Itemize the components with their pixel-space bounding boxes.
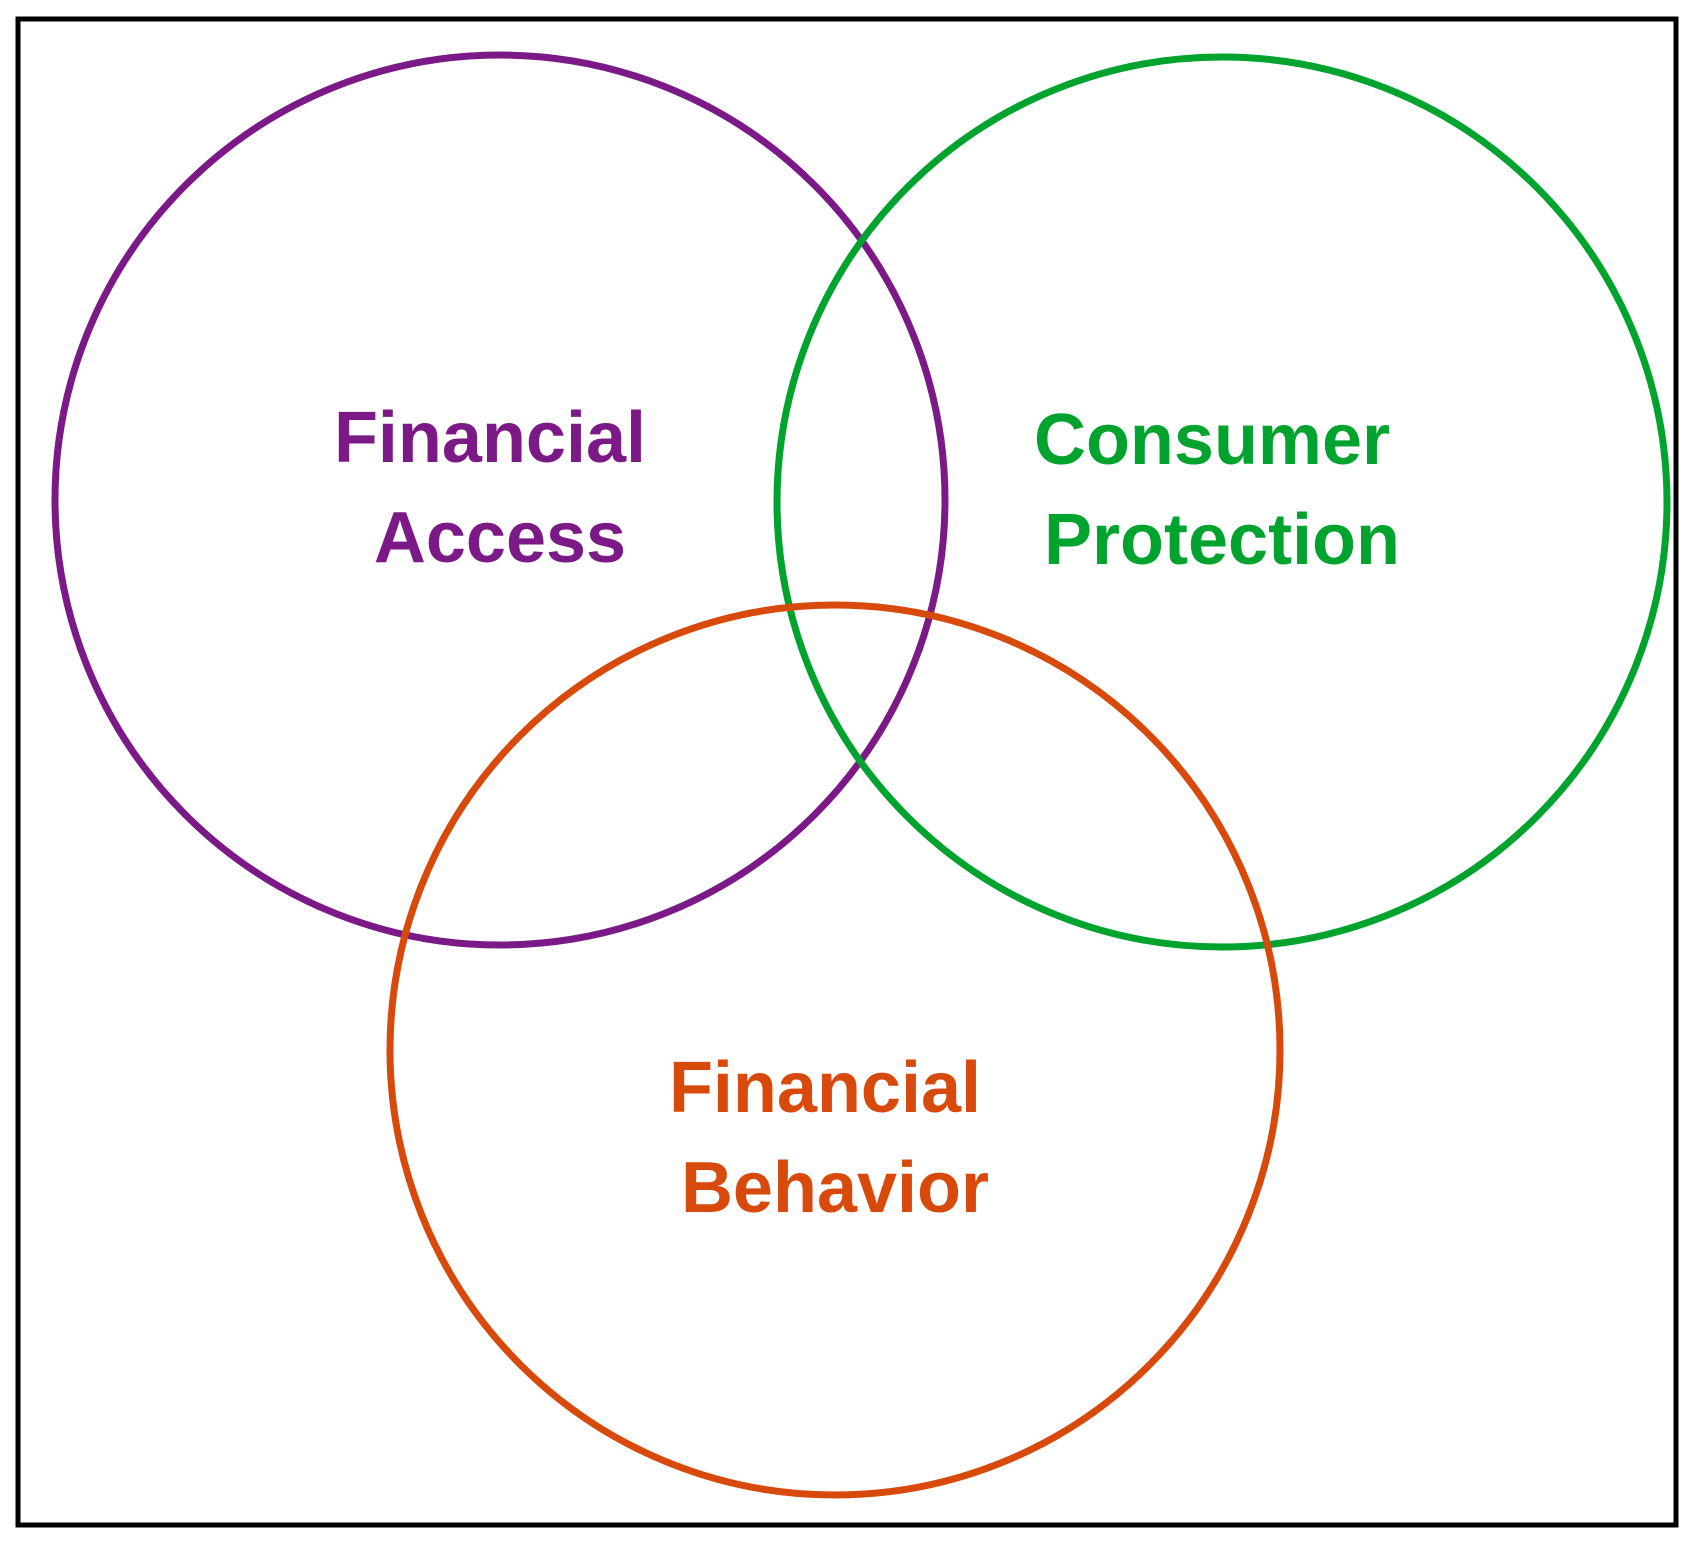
financial-access-circle (51, 51, 949, 949)
diagram-frame (15, 16, 1679, 1528)
financial-behavior-label: Financial Behavior (669, 1048, 1001, 1228)
consumer-protection-label: Consumer Protection (1034, 400, 1410, 580)
financial-behavior-label-line1: Financial (669, 1048, 981, 1128)
financial-behavior-label-line2: Behavior (681, 1148, 989, 1228)
consumer-protection-circle (773, 53, 1671, 951)
financial-access-label-line2: Access (374, 498, 626, 578)
financial-access-label-line1: Financial (334, 398, 646, 478)
financial-behavior-circle (386, 601, 1284, 1499)
financial-access-label: Financial Access (334, 398, 666, 578)
consumer-protection-label-line2: Protection (1044, 500, 1400, 580)
consumer-protection-label-line1: Consumer (1034, 400, 1390, 480)
